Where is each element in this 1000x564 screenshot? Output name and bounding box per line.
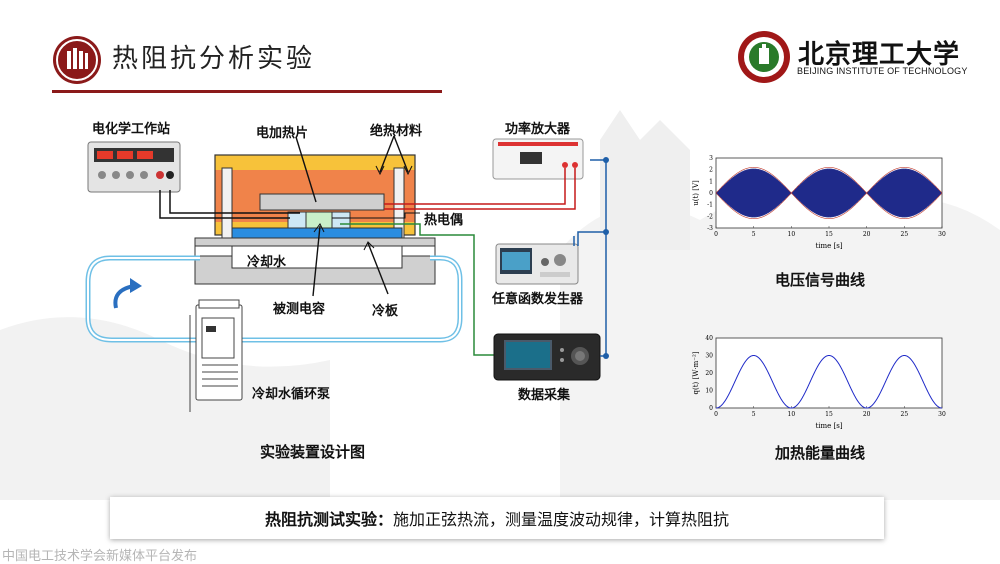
y-tick-label: -2 [707,213,713,220]
label-heater: 电加热片 [256,126,309,141]
y-tick-label: 0 [709,190,713,197]
x-tick-label: 15 [825,231,833,238]
voltage-series-line [715,168,943,218]
electrochemical-workstation-device [87,141,181,193]
summary-text: 施加正弦热流，测量温度波动规律，计算热阻抗 [393,510,730,529]
university-seal-icon [737,30,791,84]
footer-credit: 中国电工技术学会新媒体平台发布 [2,549,198,564]
heat-xlabel: time [s] [815,422,842,430]
header-logo-icon [52,35,102,85]
x-tick-label: 30 [938,231,946,238]
university-name-en: BEIJING INSTITUTE OF TECHNOLOGY [797,66,968,76]
label-cold-plate: 冷板 [372,304,399,319]
heat-chart: 0 5 10 15 20 25 30 0 10 20 30 40 time [s] q(t) [W·m… [692,335,946,430]
data-acquisition-device [493,333,601,381]
summary-bold: 热阻抗测试实验： [264,510,393,529]
voltage-envelope-line [715,167,943,194]
x-tick-label: 20 [863,411,871,418]
power-amplifier-device [492,138,584,180]
voltage-xlabel: time [s] [815,242,842,250]
cooling-pump-device [189,299,243,412]
x-tick-label: 25 [901,411,909,418]
summary-box: 热阻抗测试实验： 施加正弦热流，测量温度波动规律，计算热阻抗 [110,497,884,539]
heat-chart-title: 加热能量曲线 [775,444,866,462]
x-tick-label: 10 [788,411,796,418]
y-tick-label: 0 [709,405,713,412]
y-tick-label: -3 [707,225,713,232]
y-tick-label: 2 [709,167,713,174]
x-tick-label: 5 [752,411,756,418]
y-tick-label: 20 [705,370,713,377]
heat-series-line [715,354,943,409]
x-tick-label: 25 [901,231,909,238]
label-insulation: 绝热材料 [370,124,423,139]
y-tick-label: 1 [709,178,713,185]
label-capacitor: 被测电容 [273,302,326,317]
x-tick-label: 30 [938,411,946,418]
voltage-envelope-line-lower [715,192,943,219]
label-pump: 冷却水循环泵 [252,387,331,402]
y-tick-label: 30 [705,353,713,360]
x-tick-label: 20 [863,231,871,238]
x-tick-label: 0 [714,231,718,238]
x-tick-label: 5 [752,231,756,238]
page-title: 热阻抗分析实验 [112,44,316,74]
y-tick-label: 10 [705,388,713,395]
university-name-cn: 北京理工大学 [798,40,961,70]
x-tick-label: 0 [714,411,718,418]
label-workstation: 电化学工作站 [92,122,171,137]
title-underline [52,90,442,93]
heat-ylabel: q(t) [W·m⁻²] [692,351,700,394]
y-tick-label: -1 [707,202,713,209]
y-tick-label: 40 [705,335,713,342]
function-generator-device [495,243,579,285]
heater-plate [259,193,385,211]
x-tick-label: 10 [788,231,796,238]
voltage-ylabel: u(t) [V] [692,180,700,206]
label-cooling-water: 冷却水 [247,255,287,270]
voltage-chart: 0 5 10 15 20 25 30 -3 -2 -1 0 1 2 3 time [s] u(t) [V] [692,155,946,250]
y-tick-label: 3 [709,155,713,162]
voltage-chart-title: 电压信号曲线 [775,271,866,289]
label-amplifier: 功率放大器 [505,122,571,137]
x-tick-label: 15 [825,411,833,418]
heat-chart-frame [715,337,943,409]
label-daq: 数据采集 [518,388,571,403]
label-thermocouple: 热电偶 [424,213,464,228]
capacitor-block [305,211,333,231]
label-generator: 任意函数发生器 [492,292,584,307]
diagram-caption: 实验装置设计图 [260,443,366,461]
